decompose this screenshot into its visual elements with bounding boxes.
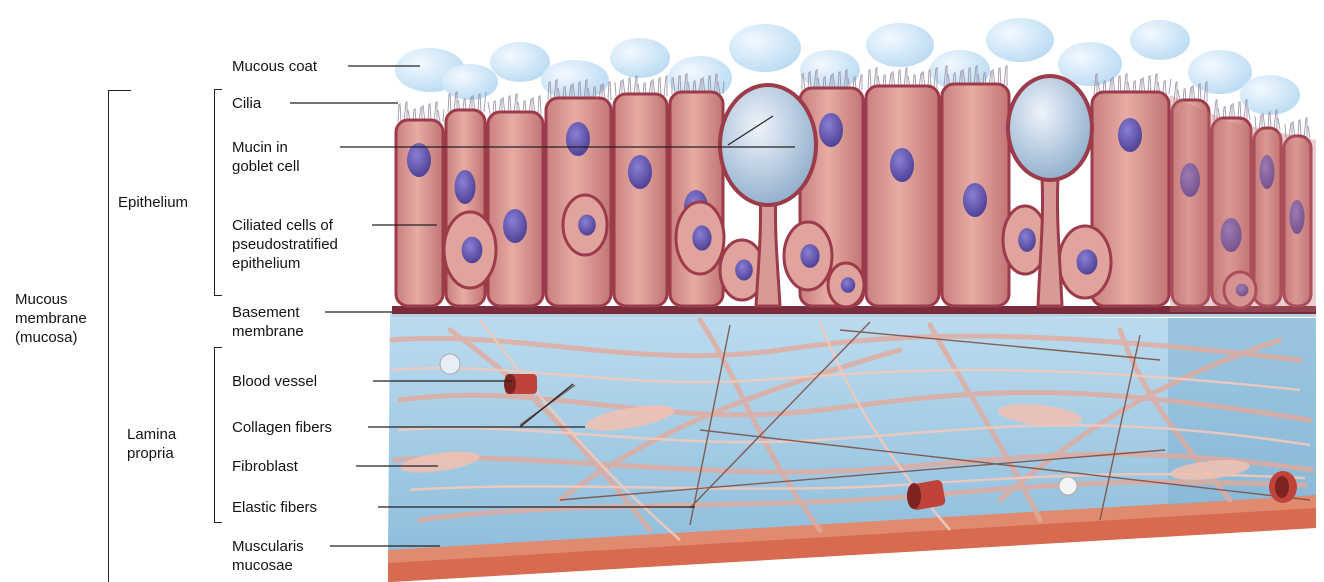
mucosa-label: Mucous membrane (mucosa) (15, 290, 87, 347)
epithelium-bracket (214, 89, 215, 296)
mucin-label: Mucin in goblet cell (232, 138, 300, 176)
mucosa-bracket-tick (108, 90, 131, 91)
lamina-propria-label: Lamina propria (127, 425, 176, 463)
collagen-fibers-label: Collagen fibers (232, 418, 332, 437)
epithelium-label: Epithelium (118, 193, 188, 212)
muscularis-mucosae-label: Muscularis mucosae (232, 537, 304, 575)
nucleus (1077, 249, 1098, 274)
nucleus (841, 277, 855, 292)
goblet-cell-stalk (1038, 178, 1062, 306)
cilia-label: Cilia (232, 94, 261, 113)
nucleus (890, 148, 914, 182)
goblet-cell-mucin (720, 85, 816, 205)
nucleus (462, 237, 483, 264)
mucosa-bracket (108, 90, 109, 582)
nucleus (692, 225, 711, 250)
nucleus (819, 113, 843, 147)
nucleus (963, 183, 987, 217)
nucleus (735, 260, 753, 281)
ciliated-cell (614, 94, 667, 306)
nucleus (503, 209, 527, 243)
epithelium-bracket-bottom (214, 295, 222, 296)
nucleus (455, 170, 476, 204)
nucleus (628, 155, 652, 189)
lamina-bracket-bottom (214, 522, 222, 523)
elastic-fibers-label: Elastic fibers (232, 498, 317, 517)
fibroblast-label: Fibroblast (232, 457, 298, 476)
goblet-cell-mucin (1008, 76, 1092, 180)
lamina-bracket (214, 347, 215, 523)
epithelium-bracket-top (214, 89, 222, 90)
ciliated-cell (488, 112, 543, 306)
basement-membrane-label: Basement membrane (232, 303, 304, 341)
nucleus (578, 215, 596, 236)
blood-vessel-label: Blood vessel (232, 372, 317, 391)
ciliated-cells-label: Ciliated cells of pseudostratified epith… (232, 216, 338, 273)
nucleus (1018, 228, 1036, 252)
nucleus (566, 122, 590, 156)
goblet-cell-stalk (756, 190, 780, 306)
ciliated-cell (866, 86, 939, 306)
nucleus (800, 244, 819, 268)
nucleus (1118, 118, 1142, 152)
mucous-coat-label: Mucous coat (232, 57, 317, 76)
nucleus (407, 143, 431, 177)
lamina-bracket-top (214, 347, 222, 348)
